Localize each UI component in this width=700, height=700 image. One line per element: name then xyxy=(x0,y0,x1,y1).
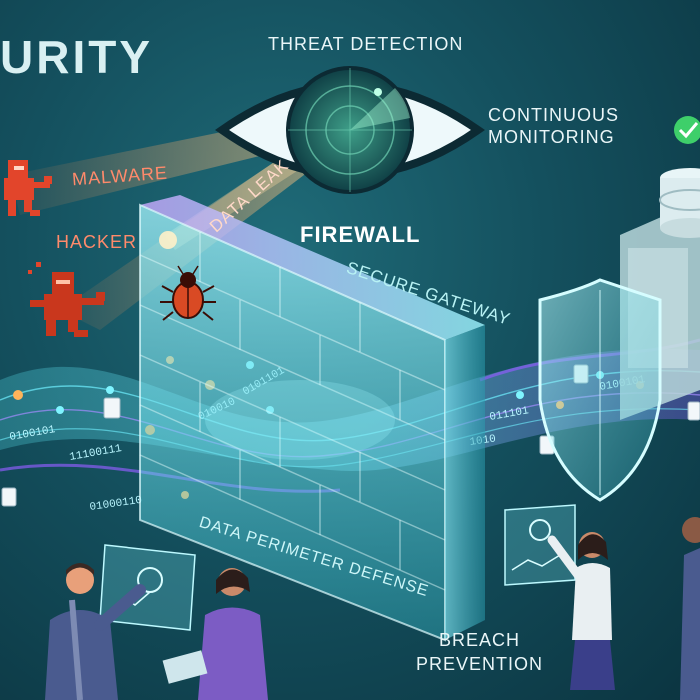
breach-prevention-line-1: BREACH xyxy=(439,630,521,650)
hologram-screen-right xyxy=(504,504,576,586)
shield-icon xyxy=(538,278,662,502)
continuous-monitoring-line-2: MONITORING xyxy=(488,127,615,147)
malware-figure-icon xyxy=(4,160,52,216)
binary-2: 11100111 xyxy=(69,443,123,464)
eye-radar-icon xyxy=(215,66,485,194)
continuous-monitoring-label: CONTINUOUS MONITORING xyxy=(488,104,619,148)
threat-detection-label: THREAT DETECTION xyxy=(268,34,464,54)
person-right-edge xyxy=(680,517,700,700)
binary-5: 01000110 xyxy=(89,495,143,514)
breach-prevention-line-2: PREVENTION xyxy=(416,654,544,674)
person-analyst-2 xyxy=(162,568,268,700)
breach-spark xyxy=(159,231,177,249)
hacker-figure-icon xyxy=(28,262,105,337)
check-icon xyxy=(674,116,700,144)
hacker-label: HACKER xyxy=(56,232,138,252)
firewall-label: FIREWALL xyxy=(300,222,421,247)
continuous-monitoring-line-1: CONTINUOUS xyxy=(488,105,619,125)
breach-prevention-label: BREACH PREVENTION xyxy=(416,628,543,676)
person-analyst-1 xyxy=(45,563,146,700)
page-title: URITY xyxy=(0,31,153,83)
firewall-wall xyxy=(139,195,485,642)
bug-icon xyxy=(160,265,216,321)
person-engineer xyxy=(547,532,615,690)
